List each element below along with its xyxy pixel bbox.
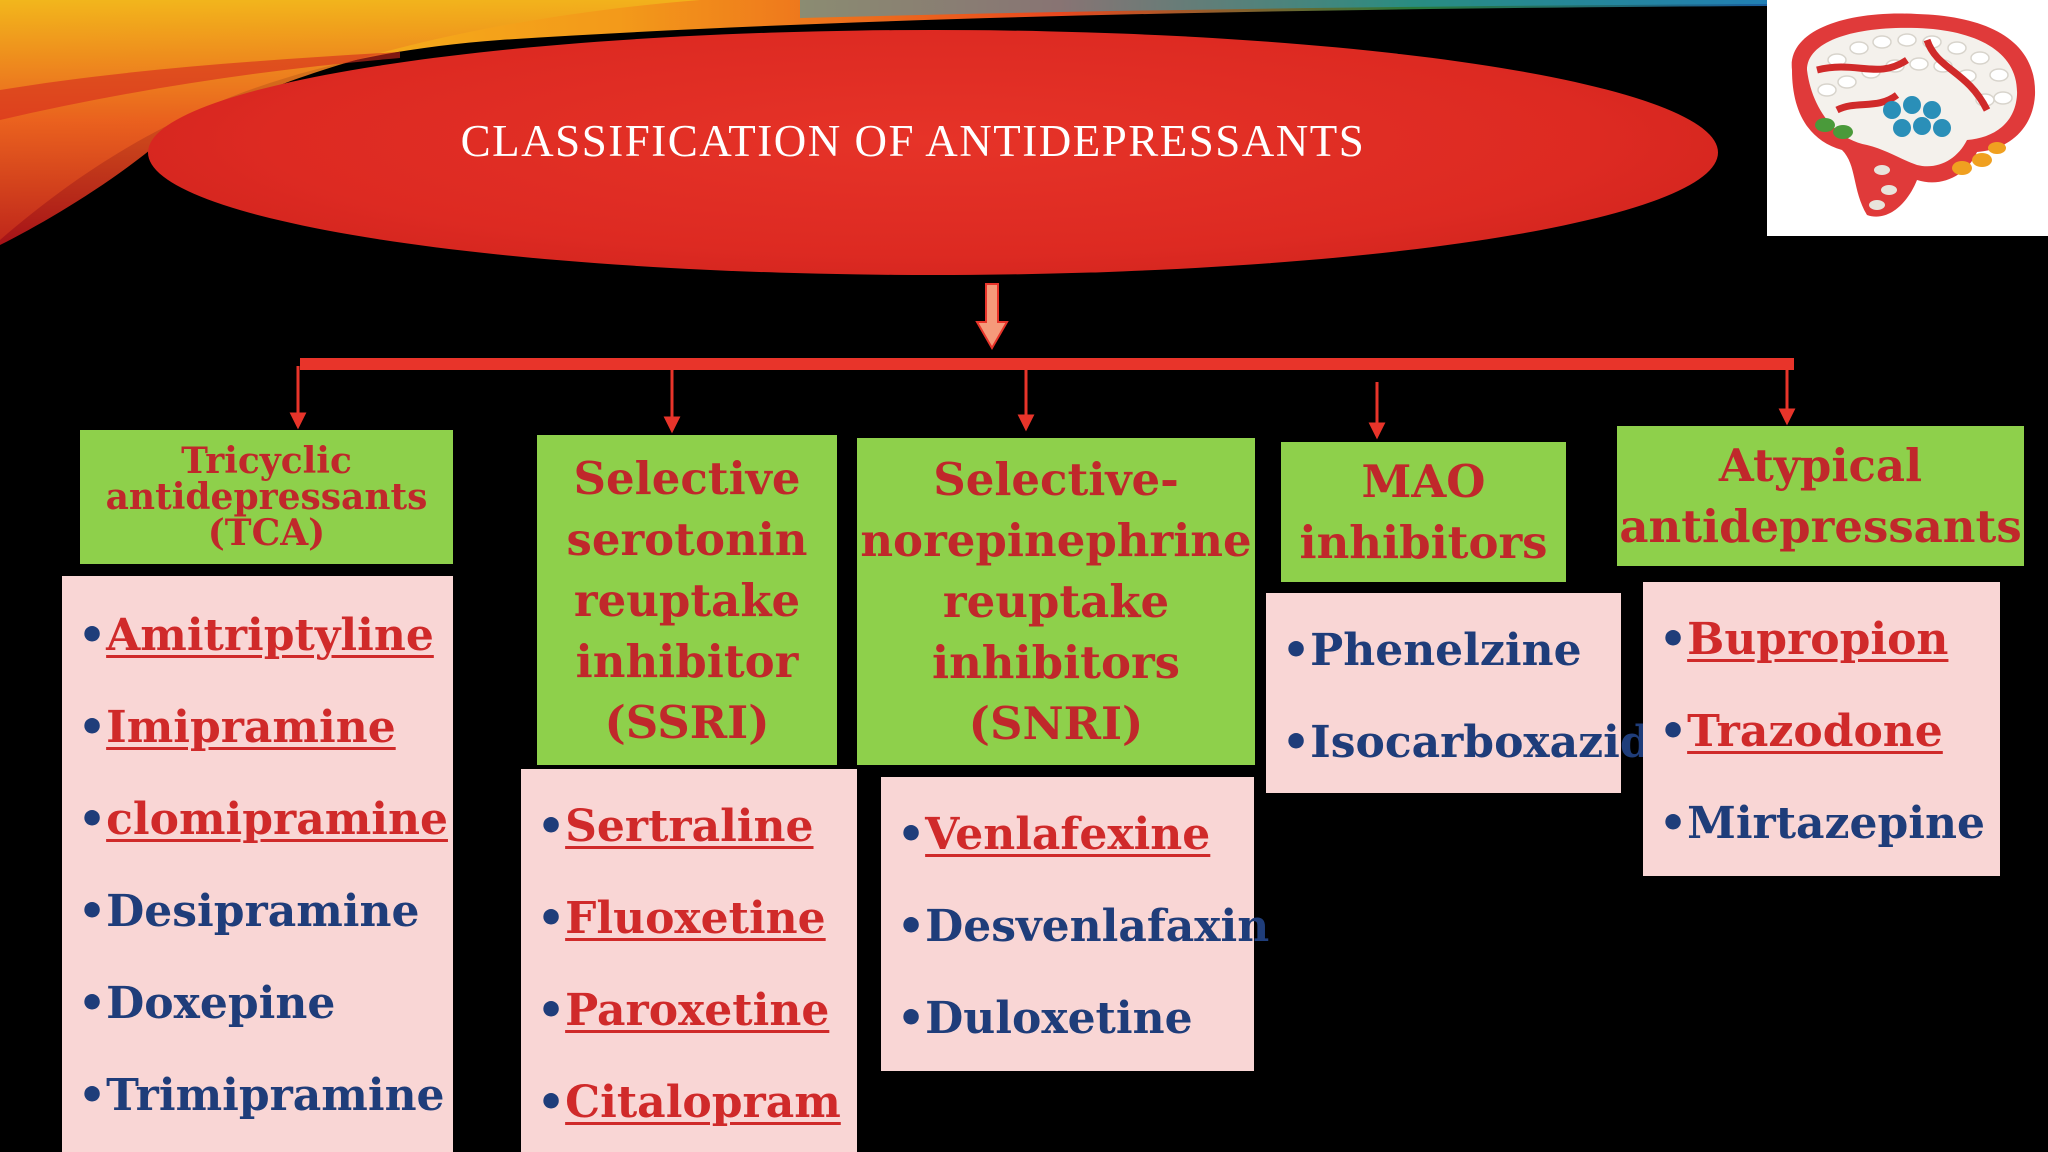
horizontal-connector [300, 358, 1794, 370]
drug-name: Bupropion [1687, 614, 1949, 665]
drug-item: •Phenelzine [1282, 625, 1582, 676]
bullet-icon: • [78, 702, 107, 753]
category-label: Selective serotonin reuptake inhibitor (… [566, 451, 808, 749]
category-box-mao: MAO inhibitors [1281, 442, 1566, 582]
drug-name: Imipramine [106, 702, 396, 753]
drug-item: •Trimipramine [78, 1070, 445, 1121]
drug-list-snri: •Venlafexine•Desvenlafaxin•Duloxetine [881, 777, 1269, 1071]
drug-item: •Sertraline [537, 801, 814, 852]
bullet-icon: • [897, 993, 926, 1044]
bullet-icon: • [1282, 625, 1311, 676]
bullet-icon: • [537, 1077, 566, 1128]
slide-title: CLASSIFICATION OF ANTIDEPRESSANTS [460, 115, 1366, 166]
bullet-icon: • [1282, 717, 1311, 768]
drug-item: •Citalopram [537, 1077, 841, 1128]
drug-item: •Mirtazepine [1659, 798, 1985, 849]
drug-name: Trazodone [1687, 706, 1943, 757]
bullet-icon: • [897, 901, 926, 952]
drug-name: Duloxetine [925, 993, 1193, 1044]
drug-name: Fluoxetine [565, 893, 826, 944]
drug-name: Venlafexine [925, 809, 1211, 860]
drug-item: •clomipramine [78, 794, 448, 845]
bullet-icon: • [537, 801, 566, 852]
bullet-icon: • [537, 985, 566, 1036]
brain-pills-icon [1791, 13, 2036, 217]
drug-list-mao: •Phenelzine•Isocarboxazid [1266, 593, 1651, 793]
drug-item: •Doxepine [78, 978, 335, 1029]
bullet-icon: • [537, 893, 566, 944]
bullet-icon: • [78, 794, 107, 845]
drug-item: •Imipramine [78, 702, 396, 753]
bullet-icon: • [78, 1070, 107, 1121]
drug-name: Doxepine [106, 978, 336, 1029]
category-label: Atypical antidepressants [1619, 439, 2022, 553]
drug-item: •Fluoxetine [537, 893, 826, 944]
drug-name: clomipramine [106, 794, 448, 845]
drug-list-atypical: •Bupropion•Trazodone•Mirtazepine [1643, 582, 2000, 876]
drug-item: •Paroxetine [537, 985, 829, 1036]
drug-name: Desvenlafaxin [925, 901, 1270, 952]
drug-name: Amitriptyline [106, 610, 434, 661]
category-label: Tricyclic antidepressants (TCA) [105, 440, 428, 554]
drug-name: Phenelzine [1310, 625, 1582, 676]
category-box-snri: Selective- norepinephrine reuptake inhib… [857, 438, 1255, 765]
drug-item: •Amitriptyline [78, 610, 434, 661]
drug-item: •Duloxetine [897, 993, 1193, 1044]
drug-name: Desipramine [106, 886, 420, 937]
category-box-ssri: Selective serotonin reuptake inhibitor (… [537, 435, 837, 765]
brain-image [1767, 0, 2048, 236]
bullet-icon: • [1659, 706, 1688, 757]
drug-name: Sertraline [565, 801, 814, 852]
category-label: MAO inhibitors [1299, 455, 1548, 569]
title-ellipse: CLASSIFICATION OF ANTIDEPRESSANTS [148, 30, 1718, 275]
bullet-icon: • [1659, 798, 1688, 849]
drug-name: Paroxetine [565, 985, 830, 1036]
category-label: Selective- norepinephrine reuptake inhib… [860, 453, 1252, 750]
bullet-icon: • [1659, 614, 1688, 665]
drug-item: •Desvenlafaxin [897, 901, 1269, 952]
category-box-tca: Tricyclic antidepressants (TCA) [80, 430, 453, 564]
bullet-icon: • [78, 978, 107, 1029]
drug-item: •Desipramine [78, 886, 419, 937]
drug-name: Citalopram [565, 1077, 841, 1128]
bullet-icon: • [78, 610, 107, 661]
drug-item: •Bupropion [1659, 614, 1948, 665]
drug-list-tca: •Amitriptyline•Imipramine•clomipramine•D… [62, 576, 453, 1152]
bullet-icon: • [897, 809, 926, 860]
drug-item: •Trazodone [1659, 706, 1943, 757]
down-arrow-icon [975, 283, 1009, 351]
drug-item: •Venlafexine [897, 809, 1210, 860]
drug-name: Trimipramine [106, 1070, 445, 1121]
bullet-icon: • [78, 886, 107, 937]
drug-name: Isocarboxazid [1310, 717, 1651, 768]
category-box-atypical: Atypical antidepressants [1617, 426, 2024, 566]
rainbow-swoosh-decoration [0, 0, 1767, 245]
drug-name: Mirtazepine [1687, 798, 1986, 849]
drug-item: •Isocarboxazid [1282, 717, 1651, 768]
drug-list-ssri: •Sertraline•Fluoxetine•Paroxetine•Citalo… [521, 769, 857, 1152]
